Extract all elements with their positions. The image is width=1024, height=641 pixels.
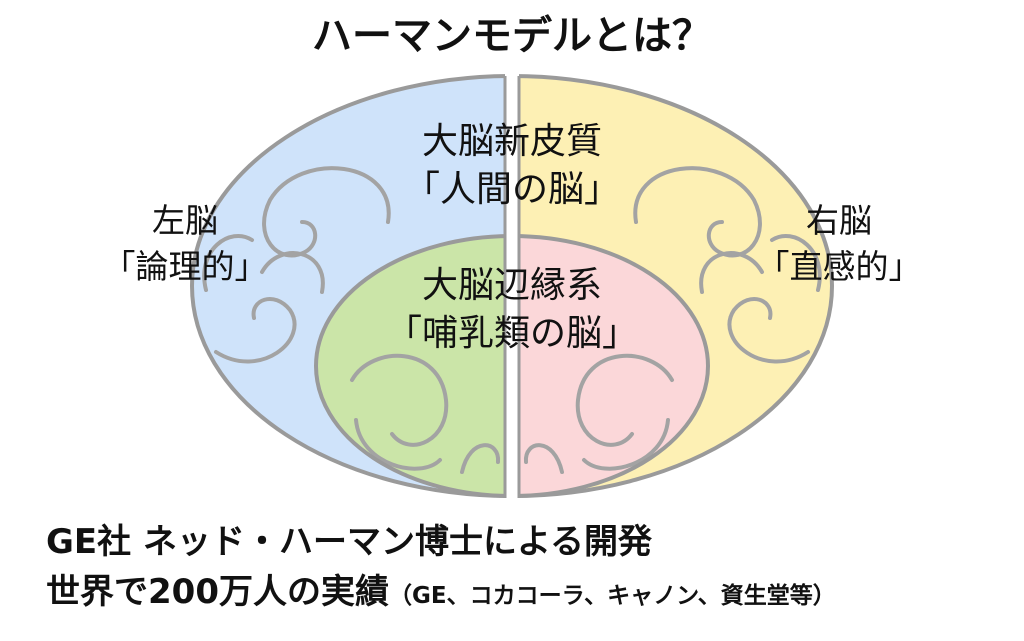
right-brain-label: 右脳 「直感的」	[724, 198, 954, 290]
left-brain-label: 左脳 「論理的」	[70, 198, 300, 290]
hemisphere-divider	[503, 72, 521, 502]
left-brain-name: 左脳	[152, 201, 218, 240]
footer-line-2: 世界で200万人の実績（GE、コカコーラ、キャノン、資生堂等）	[46, 570, 836, 618]
footer-line-1: GE社 ネッド・ハーマン博士による開発	[46, 522, 652, 562]
left-brain-desc: 「論理的」	[102, 247, 268, 286]
limbic-system-label: 大脳辺縁系 「哺乳類の脳」	[342, 262, 682, 358]
right-brain-name: 右脳	[806, 201, 872, 240]
cerebral-cortex-desc: 「人間の脳」	[403, 169, 620, 210]
right-brain-desc: 「直感的」	[756, 247, 922, 286]
cerebral-cortex-label: 大脳新皮質 「人間の脳」	[362, 118, 662, 214]
page-title: ハーマンモデルとは？	[312, 13, 712, 59]
cerebral-cortex-name: 大脳新皮質	[421, 121, 602, 162]
brain-fold-swirls	[202, 166, 822, 474]
footer-achievement: 世界で200万人の実績	[46, 572, 389, 612]
footer-companies-note: （GE、コカコーラ、キャノン、資生堂等）	[388, 583, 836, 609]
limbic-system-desc: 「哺乳類の脳」	[385, 313, 638, 354]
limbic-system-name: 大脳辺縁系	[421, 265, 602, 306]
